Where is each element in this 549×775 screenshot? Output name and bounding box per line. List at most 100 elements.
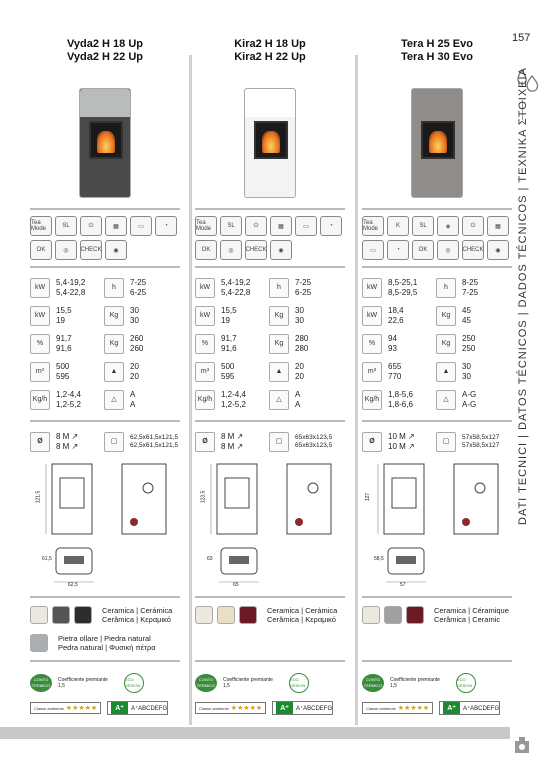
finish-label: Cerâmica | Κεραμικό <box>102 615 171 624</box>
spec-value: 91,7 <box>56 334 72 343</box>
feature-icon: SL <box>55 216 77 236</box>
spec-value: 30 <box>462 372 471 381</box>
spec-value: 770 <box>388 372 402 381</box>
spec-value: 1,2-5,2 <box>56 400 81 409</box>
spec-symbol-icon: ▲ <box>104 362 124 382</box>
spec-value: 1,8-5,6 <box>388 390 413 399</box>
dimensions-value: 65x63x123,5 <box>295 442 333 449</box>
divider <box>30 596 180 598</box>
energy-label: A⁺A⁺ABCDEFG <box>439 701 501 715</box>
divider <box>362 596 512 598</box>
product-title: Vyda2 H 22 Up <box>66 51 143 63</box>
feature-icon: Tea Mode <box>195 216 217 236</box>
energy-class-row: Classe ambiente★★★★★ A⁺A⁺ABCDEFG <box>362 698 512 718</box>
spec-value: 7-25 <box>462 288 479 297</box>
conto-termico-badge: CONTO TERMICO <box>195 674 217 692</box>
divider <box>30 208 180 210</box>
spec-value: A-G <box>462 400 477 409</box>
spec-value: 30 <box>130 316 139 325</box>
diameter-icon: Ø <box>195 432 215 452</box>
finish-swatch[interactable] <box>74 606 92 624</box>
stove-image <box>79 88 131 198</box>
spec-value: 5,4-19,2 <box>221 278 251 287</box>
finish-swatch[interactable] <box>52 606 70 624</box>
divider <box>362 266 512 268</box>
feature-icon: K <box>387 216 409 236</box>
finish-swatch[interactable] <box>217 606 235 624</box>
divider <box>30 266 180 268</box>
technical-drawing: 127 57 58,5 <box>362 460 512 590</box>
spec-value: 1,2-4,4 <box>56 390 81 399</box>
feature-icon: ▭ <box>295 216 317 236</box>
flue-length: 8 M ↗ <box>56 432 79 441</box>
spec-symbol-icon: % <box>195 334 215 354</box>
finish-swatch[interactable] <box>30 634 48 652</box>
spec-value: 19 <box>221 316 230 325</box>
divider <box>30 660 180 662</box>
dimensions-value: 57x58,5x127 <box>462 434 500 441</box>
coefficient-value: 1,5 <box>223 683 230 689</box>
spec-value: A <box>295 400 301 409</box>
spec-value: 500 <box>221 362 235 371</box>
coefficient-value: 1,5 <box>390 683 397 689</box>
spec-value: 45 <box>462 306 471 315</box>
divider <box>362 420 512 422</box>
feature-icon: ⏻ <box>80 216 102 236</box>
finish-swatch[interactable] <box>239 606 257 624</box>
stove-image <box>244 88 296 198</box>
spec-value: 19 <box>56 316 65 325</box>
finish-swatch[interactable] <box>384 606 402 624</box>
finish-swatch[interactable] <box>195 606 213 624</box>
finish-swatch[interactable] <box>406 606 424 624</box>
spec-value: 15,5 <box>221 306 237 315</box>
spec-value: 595 <box>221 372 235 381</box>
feature-icon: Tea Mode <box>362 216 384 236</box>
spec-value: 94 <box>388 334 397 343</box>
divider <box>195 596 345 598</box>
finish-swatch[interactable] <box>30 606 48 624</box>
spec-symbol-icon: kW <box>30 278 50 298</box>
feature-icon: ◉ <box>105 240 127 260</box>
spec-symbol-icon: h <box>104 278 124 298</box>
feature-icon: ◔ <box>320 216 342 236</box>
column-divider <box>355 55 358 725</box>
spec-symbol-icon: Kg <box>104 306 124 326</box>
spec-symbol-icon: Kg/h <box>30 390 50 410</box>
feature-icon: ▦ <box>487 216 509 236</box>
divider <box>195 266 345 268</box>
coefficient-label: Coefficiente premiante <box>223 677 273 683</box>
flue-length: 8 M ↗ <box>221 442 244 451</box>
spec-value: A <box>295 390 301 399</box>
stove-logo-icon <box>515 737 529 753</box>
divider <box>195 208 345 210</box>
dimensions-value: 65x63x123,5 <box>295 434 333 441</box>
spec-value: 93 <box>388 344 397 353</box>
finish-swatch[interactable] <box>362 606 380 624</box>
depth-dim: 63 <box>207 556 213 562</box>
column-divider <box>189 55 192 725</box>
finish-label: Pedra natural | Φυσική πέτρα <box>58 643 156 652</box>
spec-value: 1,2-5,2 <box>221 400 246 409</box>
energy-class-badge: A⁺ <box>443 702 460 714</box>
feature-icon: CHECK <box>462 240 484 260</box>
spec-value: 22,6 <box>388 316 404 325</box>
energy-class-badge: A⁺ <box>276 702 293 714</box>
spec-value: 20 <box>295 372 304 381</box>
spec-symbol-icon: m³ <box>30 362 50 382</box>
spec-value: 5,4-22,8 <box>221 288 251 297</box>
spec-value: 30 <box>462 362 471 371</box>
energy-label: A⁺A⁺ABCDEFG <box>272 701 334 715</box>
conto-termico-badge: CONTO TERMICO <box>362 674 384 692</box>
